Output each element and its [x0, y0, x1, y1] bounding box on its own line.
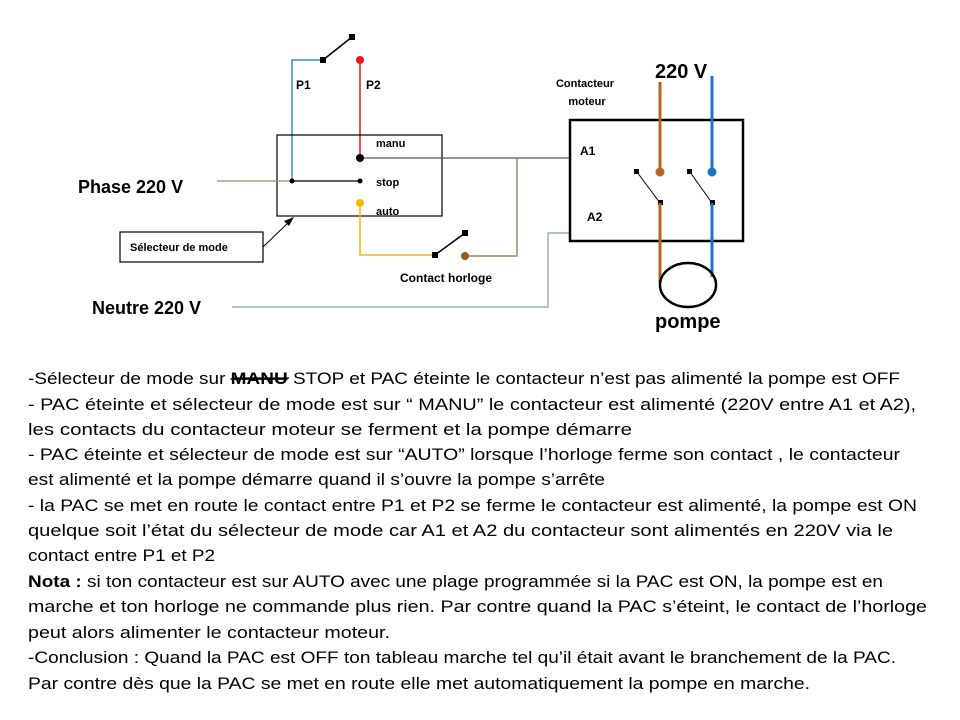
stop-label: stop [376, 177, 400, 189]
text-segment: STOP et PAC éteinte le contacteur n’est … [288, 369, 900, 388]
supply-phase-terminal [655, 167, 665, 177]
contact-terminal [634, 169, 639, 174]
a2-label: A2 [587, 210, 603, 224]
phase-label: Phase 220 V [78, 177, 183, 197]
clock-switch-blade [434, 232, 466, 256]
stop-terminal [357, 178, 363, 184]
pac-switch-terminal [349, 34, 355, 40]
text-segment: -Sélecteur de mode sur [28, 369, 231, 388]
text-line-3: les contacts du contacteur moteur se fer… [28, 420, 632, 439]
junction-dot [289, 178, 295, 184]
auto-label: auto [376, 206, 400, 218]
clock-return-wire [465, 158, 518, 257]
explanation-text: -Sélecteur de mode sur MANU STOP et PAC … [28, 369, 927, 693]
pac-switch-blade [322, 36, 353, 61]
text-line-6: - la PAC se met en route le contact entr… [28, 496, 917, 515]
text-line-5: est alimenté et la pompe démarre quand i… [28, 470, 605, 489]
text-line-1: -Sélecteur de mode sur MANU STOP et PAC … [28, 369, 900, 388]
text-segment: si ton contacteur est sur AUTO avec une … [82, 572, 883, 591]
manu-label: manu [376, 138, 405, 150]
pompe-label: pompe [655, 311, 721, 333]
contact-blade-2 [689, 171, 713, 204]
contacteur-moteur-box [568, 118, 745, 243]
clock-terminal [461, 252, 469, 260]
supply-label: 220 V [655, 61, 708, 83]
nota-label: Nota : [28, 572, 82, 591]
contact-blade-1 [636, 171, 661, 204]
text-line-11: peut alors alimenter le contacteur moteu… [28, 623, 390, 642]
text-line-13: Par contre dès que la PAC se met en rout… [28, 674, 810, 693]
selecteur-label: Sélecteur de mode [130, 242, 228, 254]
auto-terminal [356, 199, 364, 207]
pump-motor [658, 261, 718, 309]
clock-switch-terminal [432, 252, 438, 258]
contacteur-label-line2: moteur [568, 96, 606, 108]
supply-neutral-terminal [707, 167, 717, 177]
a1-label: A1 [580, 144, 596, 158]
text-line-8: contact entre P1 et P2 [28, 546, 215, 565]
neutre-label: Neutre 220 V [92, 298, 201, 318]
contact-terminal [687, 169, 692, 174]
p1-wire [291, 59, 323, 181]
text-line-9: Nota : si ton contacteur est sur AUTO av… [28, 572, 883, 591]
clock-switch-terminal [462, 230, 468, 236]
contact-horloge-label: Contact horloge [400, 271, 492, 285]
text-line-7: quelque soit l’état du sélecteur de mode… [28, 521, 893, 540]
text-line-2: - PAC éteinte et sélecteur de mode est s… [28, 395, 916, 414]
contacteur-label-line1: Contacteur [556, 78, 615, 90]
pointer-arrowhead [284, 217, 294, 226]
text-line-10: marche et ton horloge ne commande plus r… [28, 597, 927, 616]
p2-terminal [356, 56, 364, 64]
contact-terminal [658, 200, 663, 205]
text-line-4: - PAC éteinte et sélecteur de mode est s… [28, 445, 900, 464]
neutre-wire [232, 232, 570, 308]
p2-label: P2 [366, 78, 381, 92]
contact-terminal [710, 200, 715, 205]
manu-terminal [356, 154, 364, 162]
auto-wire [359, 203, 435, 256]
pointer-arrow [262, 219, 292, 248]
p1-label: P1 [296, 78, 311, 92]
pac-switch-terminal [320, 57, 326, 63]
text-line-12: -Conclusion : Quand la PAC est OFF ton t… [28, 648, 896, 667]
